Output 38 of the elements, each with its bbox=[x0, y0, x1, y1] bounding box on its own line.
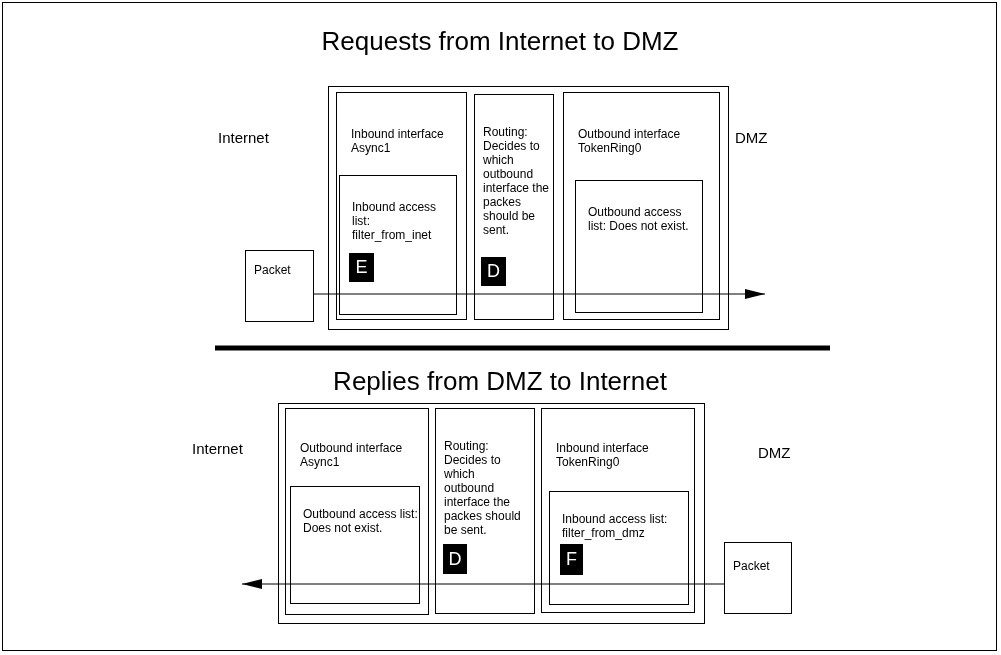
access-list-label: Inbound access list: filter_from_dmz bbox=[562, 512, 669, 540]
section-heading: Replies from DMZ to Internet bbox=[333, 366, 667, 397]
step-badge: D bbox=[481, 257, 506, 286]
arrow bbox=[313, 289, 766, 299]
network-label: Internet bbox=[192, 440, 243, 457]
interface-label: Inbound interface TokenRing0 bbox=[556, 441, 650, 469]
access-list-label: Outbound access list: Does not exist. bbox=[588, 205, 690, 233]
interface-box bbox=[336, 92, 467, 320]
interface-label: Outbound interface TokenRing0 bbox=[578, 127, 682, 155]
network-label: Internet bbox=[218, 129, 269, 146]
packet-box bbox=[245, 250, 314, 322]
interface-box bbox=[435, 408, 535, 614]
access-list-box bbox=[549, 491, 689, 605]
section-heading: Requests from Internet to DMZ bbox=[321, 26, 679, 57]
interface-label: Routing: Decides to which outbound interface the packes should be sent. bbox=[444, 439, 522, 537]
access-list-label: Outbound access list: Does not exist. bbox=[303, 507, 418, 535]
packet-label: Packet bbox=[733, 559, 771, 573]
network-label: DMZ bbox=[735, 129, 768, 146]
arrow bbox=[241, 579, 725, 589]
router-box bbox=[328, 86, 729, 330]
step-badge: F bbox=[560, 544, 583, 575]
access-list-box bbox=[339, 175, 457, 315]
step-badge: D bbox=[443, 544, 467, 574]
interface-box bbox=[285, 408, 429, 615]
routing-label: Routing: Decides to which outbound interface the packes should be sent. bbox=[483, 125, 551, 237]
packet-label: Packet bbox=[254, 263, 292, 277]
packet-box bbox=[724, 542, 792, 614]
routing-box bbox=[474, 94, 554, 320]
router-box bbox=[278, 403, 705, 624]
access-list-box bbox=[575, 180, 703, 313]
interface-box bbox=[541, 408, 695, 613]
step-badge: E bbox=[349, 253, 374, 282]
interface-label: Inbound interface Async1 bbox=[351, 127, 445, 155]
network-label: DMZ bbox=[758, 444, 791, 461]
access-list-label: Inbound access list: filter_from_inet bbox=[352, 200, 438, 242]
interface-box bbox=[563, 92, 720, 320]
access-list-box bbox=[290, 486, 420, 604]
interface-label: Outbound interface Async1 bbox=[300, 441, 404, 469]
